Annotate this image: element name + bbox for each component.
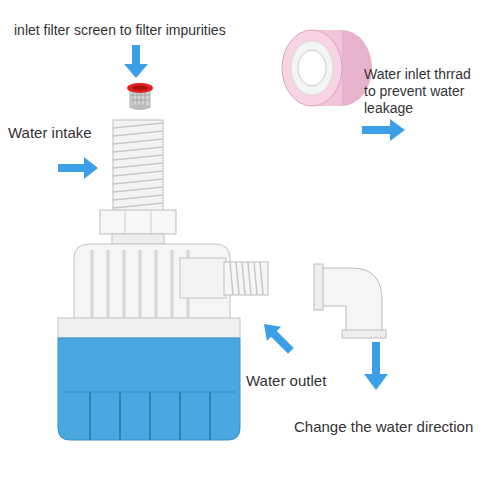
thread-tape-roll xyxy=(282,30,372,106)
callout-label: Water intake xyxy=(8,124,92,142)
outlet-thread xyxy=(180,258,268,298)
callout-label: Change the water direction xyxy=(294,418,473,436)
callout-label: inlet filter screen to filter impurities xyxy=(14,22,226,39)
callout-label: Water inlet thrrad to prevent water leak… xyxy=(364,66,486,116)
inlet-thread xyxy=(100,120,176,244)
arrow-down xyxy=(124,45,148,78)
float-cylinder xyxy=(58,318,240,440)
elbow-fitting xyxy=(314,264,386,338)
arrow-down xyxy=(364,342,388,390)
filter-screen xyxy=(127,83,153,110)
arrow-right xyxy=(58,157,98,179)
arrow-right xyxy=(362,119,405,141)
valve-body xyxy=(74,244,230,325)
arrow-up-left xyxy=(257,317,298,358)
callout-label: Water outlet xyxy=(246,372,326,390)
